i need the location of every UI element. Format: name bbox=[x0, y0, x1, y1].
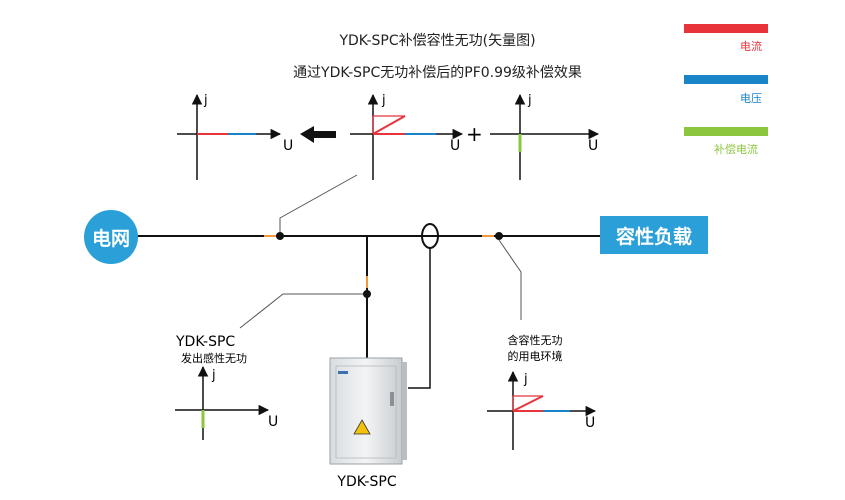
device-name: YDK-SPC bbox=[175, 334, 235, 350]
legend-label-current: 电流 bbox=[740, 40, 762, 53]
axis-label-u: U bbox=[585, 415, 595, 431]
axis-label-j: j bbox=[211, 368, 216, 383]
diagram-subtitle: 通过YDK-SPC无功补偿后的PF0.99级补偿效果 bbox=[293, 65, 582, 81]
ct-signal-line bbox=[408, 248, 431, 389]
ydk-spc-cabinet: YDK-SPC bbox=[329, 357, 407, 490]
load-node: 容性负载 bbox=[600, 216, 708, 254]
vector-diagram-load: j U bbox=[487, 370, 597, 450]
leader-line bbox=[498, 239, 522, 320]
plus-sign: + bbox=[466, 122, 483, 146]
load-label: 容性负载 bbox=[616, 225, 692, 248]
device-description: 发出感性无功 bbox=[181, 351, 247, 365]
vector-diagram-before: j U bbox=[350, 93, 464, 180]
axis-label-j: j bbox=[523, 372, 528, 387]
load-env-line2: 的用电环境 bbox=[508, 349, 563, 363]
leader-line bbox=[279, 174, 358, 232]
grid-node: 电网 bbox=[84, 210, 138, 264]
result-arrow-icon bbox=[300, 126, 336, 143]
legend-label-compensation: 补偿电流 bbox=[714, 143, 758, 156]
junction-dot bbox=[495, 232, 503, 240]
warning-icon bbox=[353, 419, 371, 435]
cabinet-caption: YDK-SPC bbox=[336, 474, 396, 490]
axis-label-j: j bbox=[381, 93, 386, 108]
current-vector bbox=[512, 395, 544, 412]
axis-label-u: U bbox=[268, 414, 278, 430]
legend-swatch-compensation bbox=[684, 127, 768, 136]
load-env-line1: 含容性无功 bbox=[508, 333, 563, 347]
legend-label-voltage: 电压 bbox=[740, 92, 762, 105]
grid-label: 电网 bbox=[92, 227, 130, 250]
vector-diagram-result: j U bbox=[177, 93, 293, 180]
junction-dot bbox=[363, 290, 371, 298]
axis-label-j: j bbox=[527, 93, 532, 108]
axis-label-j: j bbox=[203, 93, 208, 108]
vector-diagram-device: j U bbox=[175, 365, 278, 440]
leader-line bbox=[239, 293, 363, 329]
axis-label-u: U bbox=[450, 138, 460, 154]
legend-swatch-current bbox=[684, 24, 768, 33]
legend-swatch-voltage bbox=[684, 75, 768, 84]
junction-dot bbox=[276, 232, 284, 240]
current-vector bbox=[372, 115, 406, 135]
diagram-title: YDK-SPC补偿容性无功(矢量图) bbox=[339, 33, 536, 49]
vector-diagram-compensation: j U bbox=[490, 93, 600, 180]
axis-label-u: U bbox=[283, 138, 293, 154]
axis-label-u: U bbox=[588, 138, 598, 154]
